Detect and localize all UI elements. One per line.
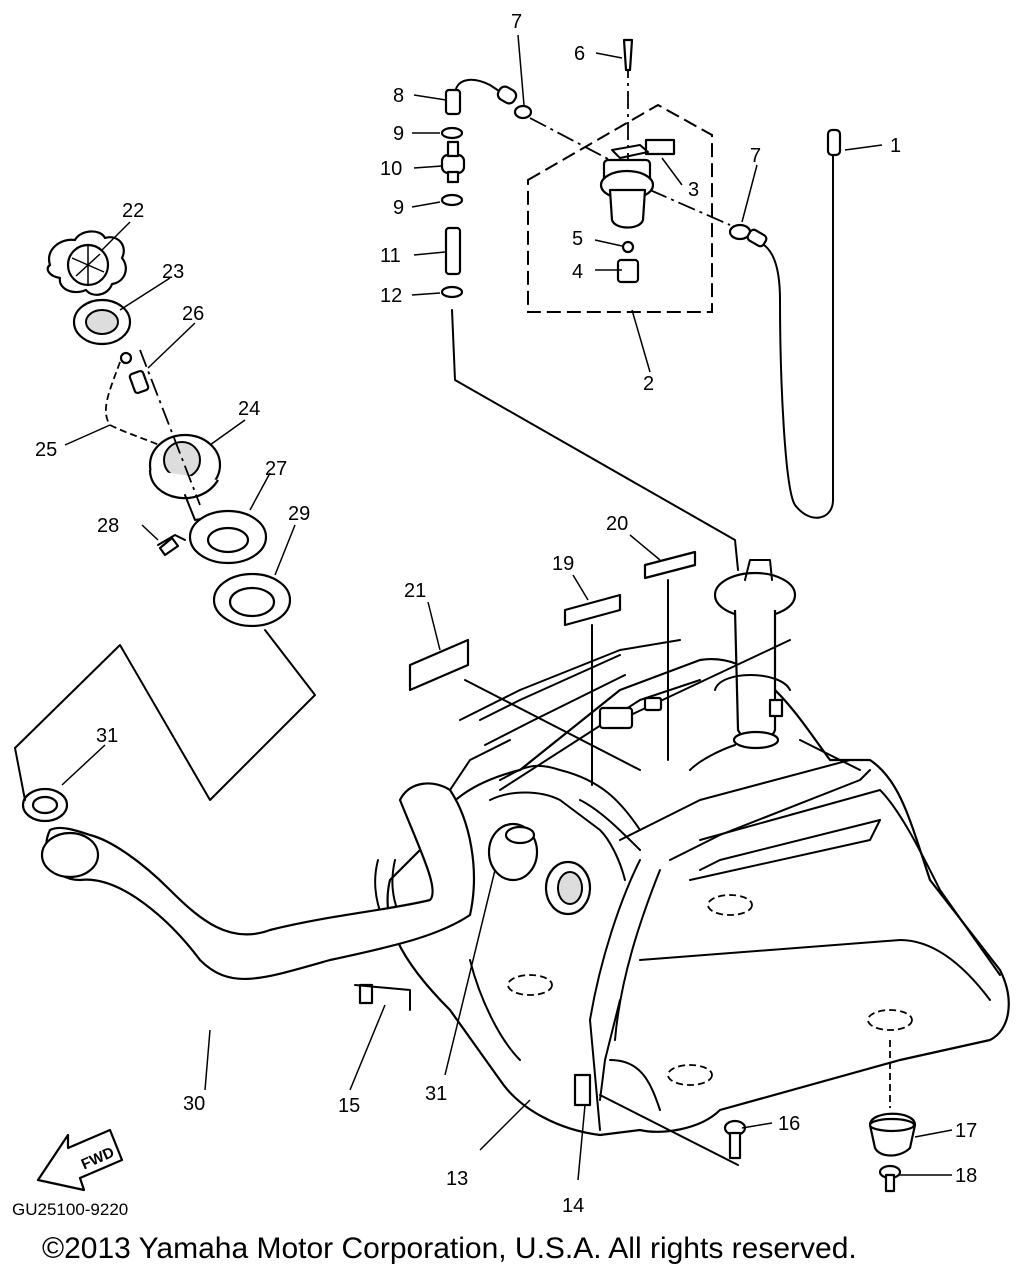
callout-14: 14 (562, 1195, 584, 1217)
callout-24: 24 (238, 398, 260, 420)
fuel-pump-assembly-group (527, 38, 731, 313)
callout-2: 2 (643, 373, 654, 395)
callout-26: 26 (182, 303, 204, 325)
callout-25: 25 (35, 439, 57, 461)
leader-lines (61, 34, 953, 1181)
callout-31-center: 31 (425, 1083, 447, 1105)
callout-9-top: 9 (393, 123, 404, 145)
callout-7-right: 7 (750, 145, 761, 167)
callout-23: 23 (162, 261, 184, 283)
callout-20: 20 (606, 513, 628, 535)
fuel-sender-tube (598, 559, 797, 750)
fuel-tank (354, 639, 1010, 1137)
callout-numbers: 1 2 3 4 5 6 7 7 8 9 9 10 11 12 13 14 15 … (35, 11, 977, 1217)
copyright-notice: ©2013 Yamaha Motor Corporation, U.S.A. A… (42, 1232, 857, 1265)
callout-17: 17 (955, 1120, 977, 1142)
callout-8: 8 (393, 85, 404, 107)
callout-3: 3 (688, 179, 699, 201)
hose-assembly (440, 78, 842, 571)
mount-parts (599, 1040, 917, 1193)
callout-5: 5 (572, 228, 583, 250)
diagram-code: GU25100-9220 (12, 1200, 128, 1219)
filler-hose (14, 629, 539, 981)
callout-9-bottom: 9 (393, 197, 404, 219)
callout-11: 11 (380, 245, 401, 267)
callout-13: 13 (446, 1168, 468, 1190)
callout-12: 12 (380, 285, 402, 307)
callout-29: 29 (288, 503, 310, 525)
callout-19: 19 (552, 553, 574, 575)
callout-1: 1 (890, 135, 901, 157)
callout-28: 28 (97, 515, 119, 537)
callout-6: 6 (574, 43, 585, 65)
forward-direction-indicator: FWD (36, 1128, 124, 1192)
decals (408, 550, 697, 786)
callout-22: 22 (122, 200, 144, 222)
callout-15: 15 (338, 1095, 360, 1117)
callout-10: 10 (380, 158, 402, 180)
callout-16: 16 (778, 1113, 800, 1135)
callout-27: 27 (265, 458, 287, 480)
callout-31-left: 31 (96, 725, 118, 747)
callout-21: 21 (404, 580, 426, 602)
filler-cap-group (46, 230, 292, 628)
callout-30: 30 (183, 1093, 205, 1115)
callout-18: 18 (955, 1165, 977, 1187)
callout-7-top: 7 (511, 11, 522, 33)
callout-4: 4 (572, 261, 583, 283)
